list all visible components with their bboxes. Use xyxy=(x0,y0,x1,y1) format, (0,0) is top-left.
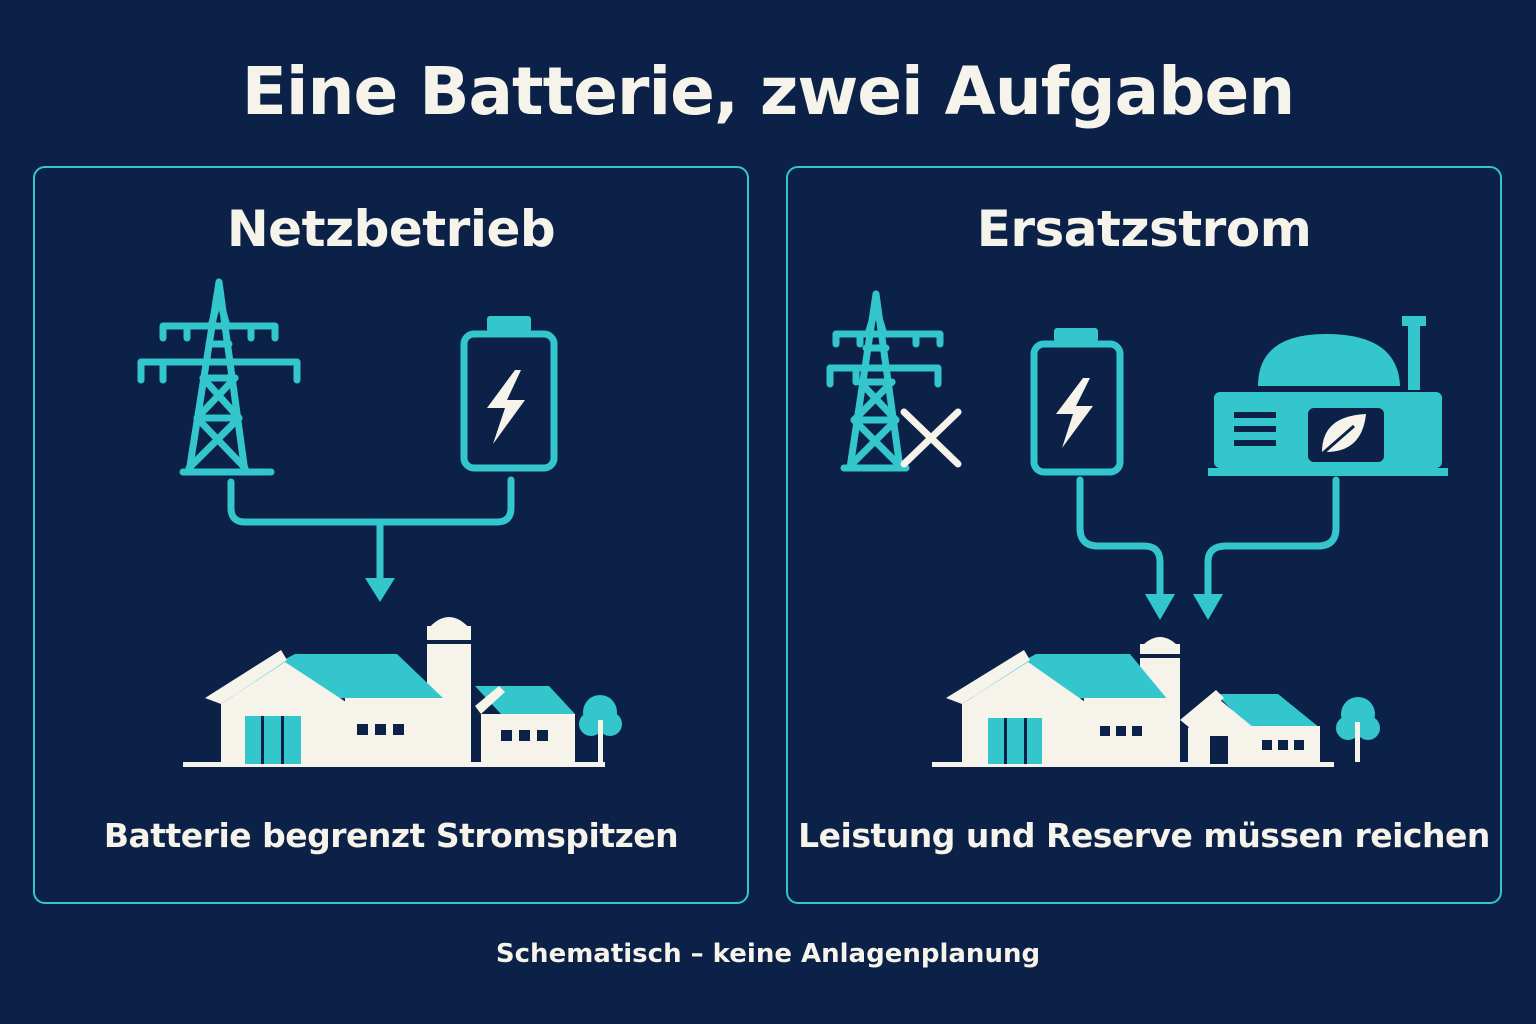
farm-icon xyxy=(183,617,622,767)
biogas-generator-icon xyxy=(1208,316,1448,476)
panel-title-ersatzstrom: Ersatzstrom xyxy=(976,200,1312,258)
page-title: Eine Batterie, zwei Aufgaben xyxy=(241,53,1295,130)
panel-caption-netzbetrieb: Batterie begrenzt Stromspitzen xyxy=(103,816,679,855)
power-pylon-icon xyxy=(137,278,301,476)
panel-ersatzstrom: Ersatzstrom xyxy=(786,166,1502,904)
panel-caption-ersatzstrom: Leistung und Reserve müssen reichen xyxy=(798,816,1490,855)
battery-icon xyxy=(460,316,558,472)
footer-note: Schematisch – keine Anlagenplanung xyxy=(495,939,1041,969)
farm-icon xyxy=(932,637,1380,767)
ersatzstrom-diagram xyxy=(826,290,1448,767)
grid-off-icon xyxy=(900,408,962,468)
panel-title-netzbetrieb: Netzbetrieb xyxy=(226,200,556,258)
panel-netzbetrieb: Netzbetrieb xyxy=(33,166,749,904)
power-pylon-icon xyxy=(826,290,944,472)
battery-icon xyxy=(1030,328,1124,476)
netzbetrieb-diagram xyxy=(137,278,622,767)
